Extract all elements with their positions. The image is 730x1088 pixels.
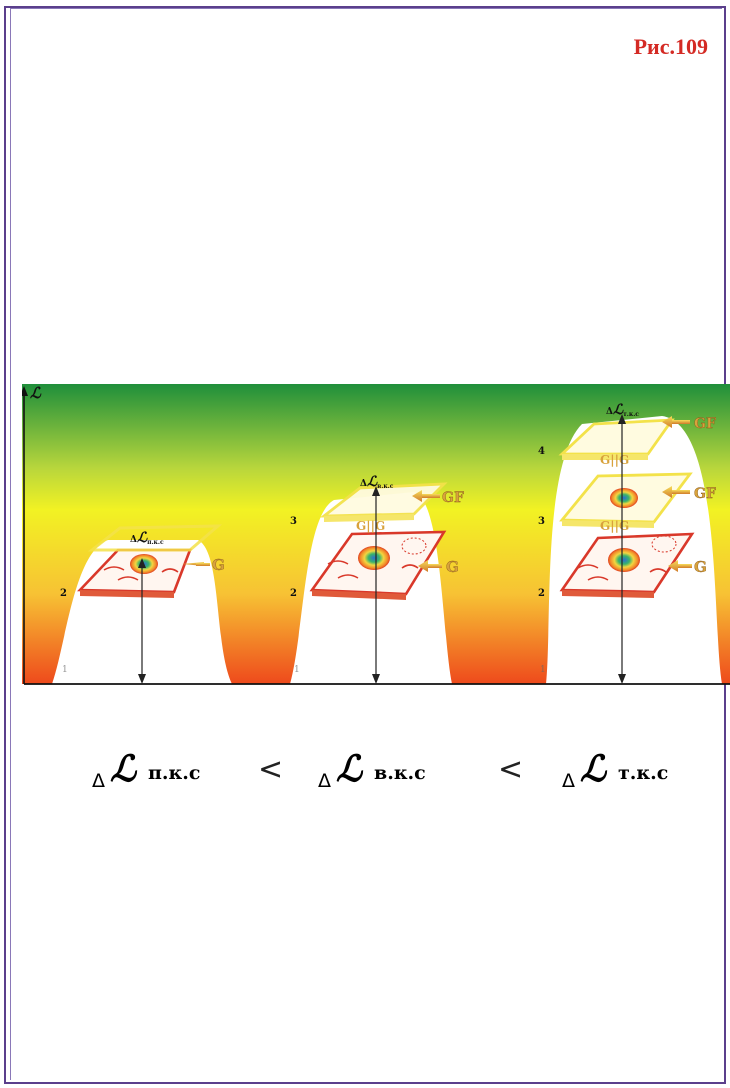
- label-gf: GF: [694, 416, 716, 432]
- figure-label: Рис.109: [633, 34, 708, 59]
- L-symbol: ℒ: [336, 748, 362, 790]
- label-gg: G||G: [600, 519, 629, 533]
- delta-symbol: Δ: [318, 770, 331, 792]
- column-p: Δℒп.к.с G 2 1: [60, 524, 225, 684]
- nucleus: [358, 546, 390, 570]
- subscript-pks: п.к.с: [148, 762, 201, 784]
- delta-label-t: Δℒт.к.с: [606, 402, 639, 418]
- level-2: 2: [290, 588, 297, 599]
- nucleus: [610, 488, 638, 508]
- label-g: G: [212, 556, 225, 574]
- baseline-mark: 1: [540, 665, 546, 675]
- inequality-formula: Δ ℒ п.к.с < Δ ℒ в.к.с < Δ ℒ т.к.с: [0, 748, 730, 808]
- delta-label-p: Δℒп.к.с: [130, 530, 164, 546]
- label-g: G: [694, 558, 707, 576]
- subscript-tks: т.к.с: [618, 762, 669, 784]
- y-axis-arrowhead: [22, 386, 28, 396]
- delta-symbol: Δ: [92, 770, 105, 792]
- delta-symbol: Δ: [562, 770, 575, 792]
- level-4: 4: [538, 446, 545, 457]
- less-than: <: [498, 752, 524, 787]
- column-t: G||G G||G Δℒт.к.с GF GF G 4 3 2 1: [538, 402, 716, 684]
- cell-yellow-faint: [87, 524, 223, 552]
- cell-level-diagram: Δℒп.к.с G 2 1 G||G: [22, 384, 730, 688]
- baseline-mark: 1: [294, 665, 300, 675]
- subscript-vks: в.к.с: [374, 762, 426, 784]
- L-symbol: ℒ: [110, 748, 136, 790]
- label-gf: GF: [694, 486, 716, 502]
- level-3: 3: [290, 516, 297, 527]
- level-2: 2: [538, 588, 545, 599]
- label-g: G: [446, 558, 459, 576]
- delta-label-v: Δℒв.к.с: [360, 474, 394, 490]
- page-frame-inner: [10, 8, 722, 1080]
- nucleus: [608, 548, 640, 572]
- column-v: G||G Δℒв.к.с GF G 3 2 1: [290, 474, 464, 684]
- less-than: <: [258, 752, 284, 787]
- y-axis-label: ℒ: [30, 384, 42, 402]
- level-2: 2: [60, 588, 67, 599]
- label-gg: G||G: [356, 519, 385, 533]
- L-symbol: ℒ: [580, 748, 606, 790]
- baseline-mark: 1: [62, 665, 68, 675]
- label-gf: GF: [442, 490, 464, 506]
- label-gg: G||G: [600, 453, 629, 467]
- level-3: 3: [538, 516, 545, 527]
